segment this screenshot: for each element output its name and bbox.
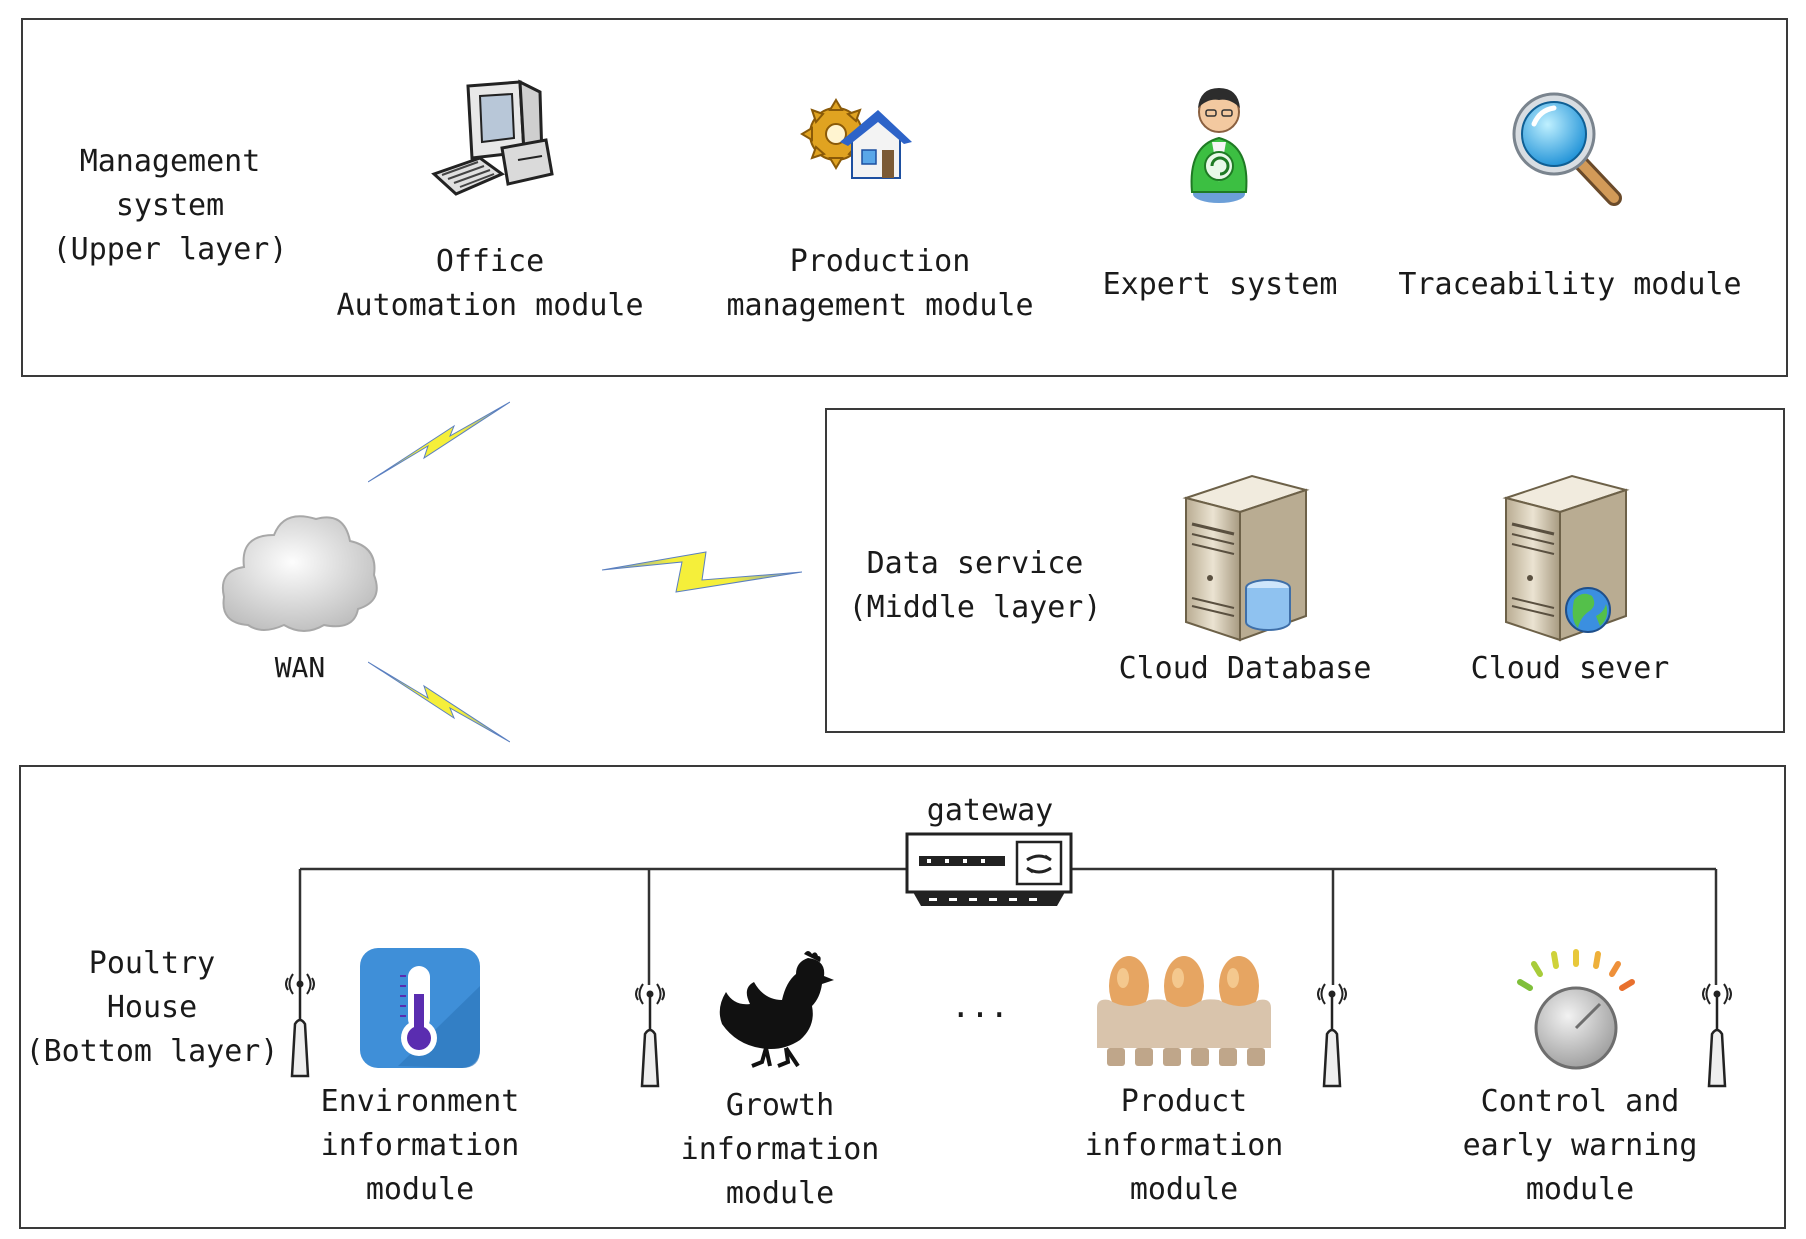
antenna-icon-3 (1312, 978, 1352, 1088)
chicken-icon (716, 948, 834, 1068)
database-server-icon (1180, 472, 1310, 642)
gear-house-icon (800, 92, 912, 188)
environment-module-label: Environment information module (320, 1084, 520, 1207)
production-module-label: Production management module (726, 244, 1034, 323)
antenna-icon-4 (1697, 978, 1737, 1088)
antenna-icon-2 (630, 978, 670, 1088)
router-icon (905, 830, 1073, 910)
bottom-layer-panel (19, 765, 1786, 1229)
gauge-knob-icon (1512, 948, 1642, 1072)
cloud-database-label: Cloud Database (1118, 651, 1372, 686)
antenna-icon-1 (280, 968, 320, 1078)
lightning-bolt-to-middle (602, 550, 802, 594)
growth-module-label: Growth information module (680, 1088, 880, 1211)
gateway-label: gateway (926, 793, 1054, 828)
magnifier-icon (1508, 88, 1626, 210)
lightning-bolt-to-upper (368, 400, 510, 484)
middle-layer-label: Data service (Middle layer) (848, 546, 1102, 625)
office-module-label: Office Automation module (336, 244, 644, 323)
lightning-bolt-to-bottom (368, 660, 510, 744)
wan-label: WAN (274, 651, 326, 684)
upper-layer-label: Management system (Upper layer) (52, 144, 288, 267)
computer-icon (428, 78, 558, 200)
web-server-icon (1500, 472, 1630, 642)
thermometer-icon (358, 946, 482, 1070)
cloud-icon (218, 505, 382, 635)
expert-person-icon (1178, 82, 1260, 206)
product-module-label: Product information module (1084, 1084, 1284, 1207)
eggs-icon (1093, 952, 1275, 1070)
control-module-label: Control and early warning module (1462, 1084, 1698, 1207)
upper-layer-panel (21, 18, 1788, 377)
bottom-layer-label: Poultry House (Bottom layer) (25, 946, 279, 1069)
expert-system-label: Expert system (1102, 267, 1338, 302)
cloud-server-label: Cloud sever (1470, 651, 1670, 686)
traceability-module-label: Traceability module (1398, 267, 1742, 302)
ellipsis-more-modules: ... (951, 987, 1009, 1025)
